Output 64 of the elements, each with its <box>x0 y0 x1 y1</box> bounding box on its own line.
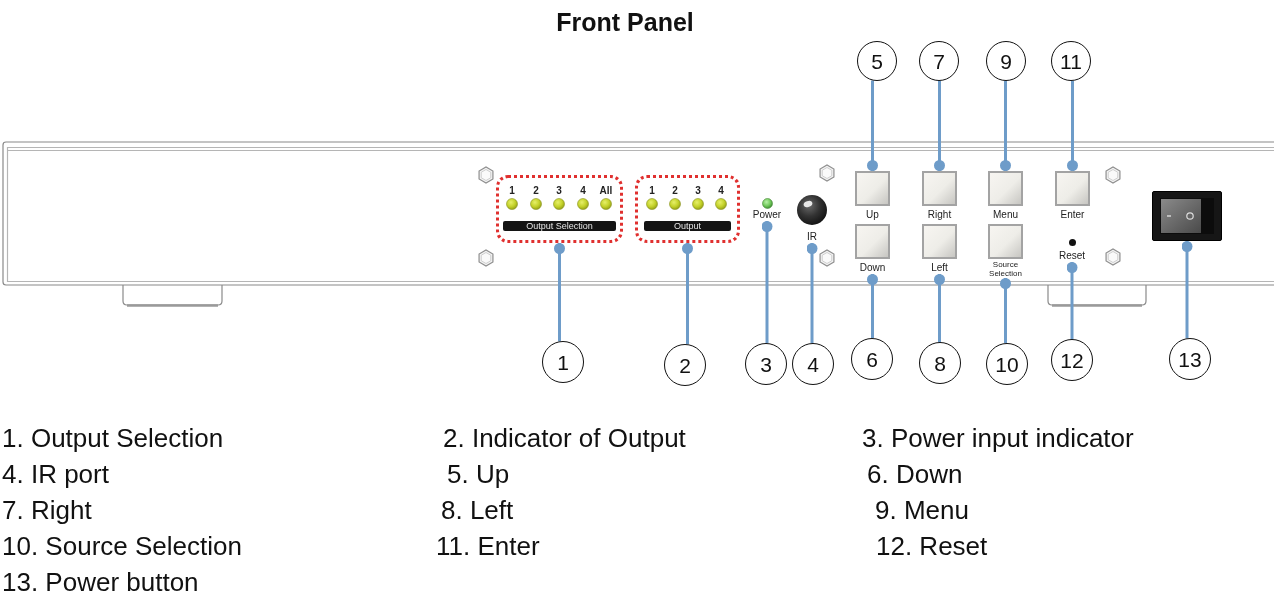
leader-line <box>867 80 878 171</box>
leader-line <box>1181 241 1193 339</box>
panel-label: Menu <box>993 209 1018 221</box>
parts-list-item: 6. Down <box>867 459 963 489</box>
diagram-title: Front Panel <box>556 7 694 37</box>
panel-label: Left <box>931 262 948 274</box>
parts-list-item: 10. Source Selection <box>2 531 242 561</box>
leader-line <box>1000 81 1011 171</box>
parts-list-item: 9. Menu <box>875 495 969 525</box>
callout-number: 10 <box>986 343 1028 385</box>
indicator-label: 1 <box>649 185 655 196</box>
leader-line <box>867 274 878 338</box>
panel-label: Reset <box>1058 250 1086 262</box>
callout-number: 13 <box>1169 338 1211 380</box>
callout-number: 11 <box>1051 41 1091 81</box>
parts-list-item: 7. Right <box>2 495 92 525</box>
panel-label: Down <box>859 262 886 274</box>
callout-number: 6 <box>851 338 893 380</box>
indicator-label: 2 <box>672 185 678 196</box>
callout-number: 2 <box>664 344 706 386</box>
leader-line <box>682 243 693 345</box>
panel-label: IR <box>807 231 817 243</box>
panel-label: Source Selection <box>989 261 1022 278</box>
panel-label: Up <box>866 209 879 221</box>
indicator-label: All <box>599 185 613 196</box>
parts-list-item: 5. Up <box>447 459 510 489</box>
indicator-frame <box>496 175 623 243</box>
rocker-switch <box>1152 191 1222 241</box>
callout-number: 5 <box>857 41 897 81</box>
indicator-label: 4 <box>580 185 586 196</box>
callout-number: 12 <box>1051 339 1093 381</box>
indicator-label: 3 <box>556 185 562 196</box>
callout-number: 7 <box>919 41 959 81</box>
parts-list-item: 4. IR port <box>2 459 109 489</box>
callout-number: 8 <box>919 342 961 384</box>
parts-list-item: 1. Output Selection <box>2 423 224 453</box>
indicator-frame <box>635 175 740 243</box>
indicator-label: 4 <box>718 185 724 196</box>
indicator-label: 1 <box>509 185 515 196</box>
leader-line <box>1066 262 1078 339</box>
indicator-label: 3 <box>695 185 701 196</box>
indicator-label: 2 <box>533 185 539 196</box>
parts-list-item: 2. Indicator of Output <box>443 423 686 453</box>
leader-line <box>554 243 565 342</box>
panel-label: Power <box>752 209 782 221</box>
leader-line <box>934 81 945 171</box>
parts-list-item: 3. Power input indicator <box>862 423 1134 453</box>
leader-line <box>1000 278 1011 344</box>
leader-line <box>1067 80 1078 171</box>
parts-list-item: 13. Power button <box>2 567 199 597</box>
leader-line <box>934 274 945 342</box>
callout-number: 3 <box>745 343 787 385</box>
panel-label: Enter <box>1060 209 1085 221</box>
parts-list-item: 8. Left <box>441 495 514 525</box>
panel-label: Right <box>927 209 952 221</box>
label-strip: Output <box>644 221 731 231</box>
label-strip: Output Selection <box>503 221 616 231</box>
callout-number: 1 <box>542 341 584 383</box>
leader-line <box>806 243 818 343</box>
callout-number: 9 <box>986 41 1026 81</box>
parts-list-item: 12. Reset <box>876 531 988 561</box>
parts-list-item: 11. Enter <box>436 531 540 561</box>
leader-line <box>761 221 773 343</box>
callout-number: 4 <box>792 343 834 385</box>
